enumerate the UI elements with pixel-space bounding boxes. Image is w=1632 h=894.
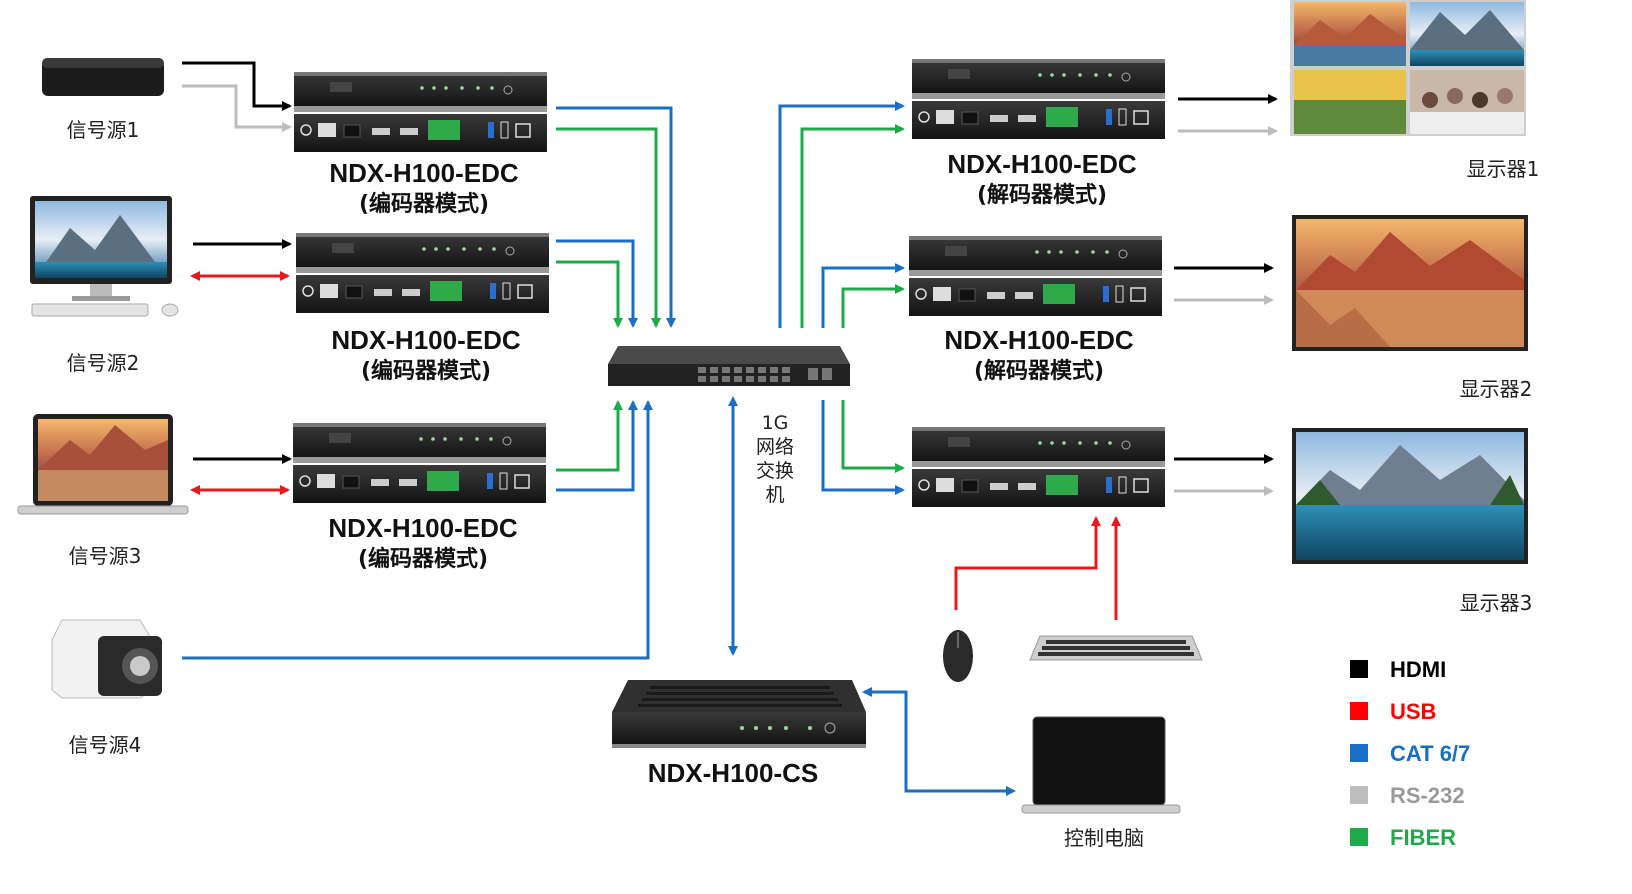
encoder-2-device-icon (296, 233, 549, 313)
source-1-label: 信号源1 (67, 118, 140, 142)
svg-text:机: 机 (765, 484, 784, 506)
encoder-2-model: NDX-H100-EDC (331, 325, 520, 355)
controller-device-icon (612, 680, 866, 748)
decoder-1-model: NDX-H100-EDC (947, 149, 1136, 179)
encoder-3-mode: (编码器模式) (358, 546, 488, 572)
encoder-1-mode: (编码器模式) (359, 191, 489, 217)
legend-swatch (1350, 702, 1368, 720)
mouse-icon (943, 630, 973, 682)
decoder-2-device-icon (909, 236, 1162, 316)
control-laptop-icon (1021, 716, 1181, 814)
legend-label: USB (1390, 699, 1436, 724)
display-1-videowall-icon (1290, 0, 1526, 136)
legend-swatch (1350, 744, 1368, 762)
fiber-line (556, 400, 623, 472)
legend-swatch (1350, 828, 1368, 846)
cat-line (556, 400, 638, 492)
set-top-box-icon (42, 58, 164, 96)
display-3-label: 显示器3 (1460, 591, 1533, 615)
source-4-label: 信号源4 (69, 733, 142, 757)
laptop-icon (17, 414, 189, 515)
camera-icon (51, 619, 162, 699)
controller-model: NDX-H100-CS (648, 758, 819, 788)
source-3-label: 信号源3 (69, 544, 142, 568)
fiber-line (556, 260, 623, 328)
cat-line (821, 400, 905, 495)
rs232-line (182, 84, 292, 132)
source-2-label: 信号源2 (67, 351, 140, 375)
network-switch-icon (608, 346, 850, 386)
cat-line (556, 239, 638, 328)
control-pc-label: 控制电脑 (1064, 826, 1144, 850)
legend-label: FIBER (1390, 825, 1456, 850)
legend-label: CAT 6/7 (1390, 741, 1470, 766)
cat-line (862, 687, 1016, 796)
display-2-label: 显示器2 (1460, 377, 1533, 401)
legend-label: HDMI (1390, 657, 1446, 682)
encoder-2-mode: (编码器模式) (361, 358, 491, 384)
hdmi-line (182, 61, 292, 111)
connection-lines (182, 61, 1278, 796)
usb-line (954, 516, 1101, 610)
display-1-label: 显示器1 (1467, 157, 1540, 181)
switch-label: 1G 网络 交换 机 (756, 412, 794, 506)
fiber-line (556, 127, 661, 328)
legend-swatch (1350, 660, 1368, 678)
svg-text:1G: 1G (762, 412, 789, 434)
fiber-line (841, 284, 905, 328)
decoder-1-device-icon (912, 59, 1165, 139)
svg-text:交换: 交换 (756, 460, 794, 482)
svg-text:网络: 网络 (756, 436, 794, 458)
cat-line (556, 106, 676, 328)
legend-swatch (1350, 786, 1368, 804)
decoder-1-mode: (解码器模式) (977, 182, 1107, 208)
fiber-line (841, 400, 905, 473)
keyboard-icon (1029, 635, 1203, 661)
cat-line (182, 400, 653, 660)
encoder-1-device-icon (294, 72, 547, 152)
desktop-computer-icon (30, 196, 179, 317)
encoder-3-model: NDX-H100-EDC (328, 513, 517, 543)
device-group (293, 59, 1165, 507)
encoder-3-device-icon (293, 423, 546, 503)
decoder-3-device-icon (912, 427, 1165, 507)
legend-label: RS-232 (1390, 783, 1465, 808)
encoder-1-model: NDX-H100-EDC (329, 158, 518, 188)
fiber-line (800, 124, 905, 328)
display-3-icon (1292, 428, 1528, 564)
decoder-2-mode: (解码器模式) (974, 358, 1104, 384)
display-2-icon (1292, 215, 1528, 351)
decoder-2-model: NDX-H100-EDC (944, 325, 1133, 355)
cat-line (821, 263, 905, 328)
cat-line (778, 101, 905, 328)
